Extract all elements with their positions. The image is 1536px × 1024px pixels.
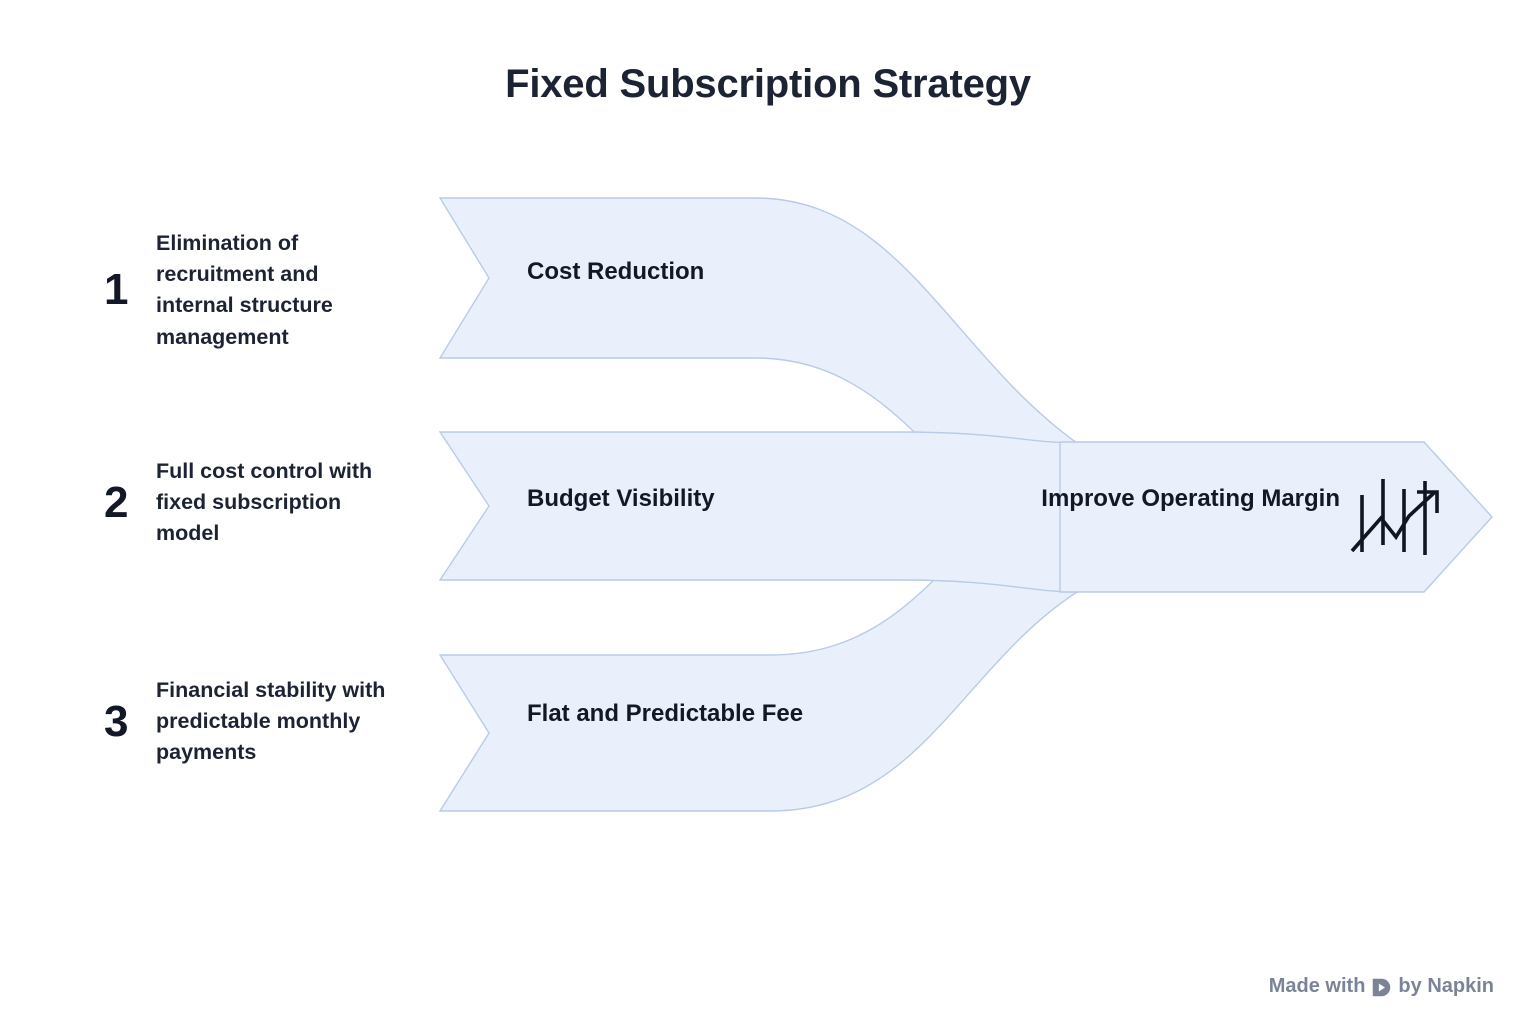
step-number-1: 1 xyxy=(104,265,129,315)
outcome-node xyxy=(1059,441,1493,593)
footer-suffix: by Napkin xyxy=(1398,975,1494,997)
step-item-2: 2 Full cost control with fixed subscript… xyxy=(104,456,388,550)
footer-attribution: Made with by Napkin xyxy=(1269,975,1494,998)
step-text-2: Full cost control with fixed subscriptio… xyxy=(156,459,373,546)
napkin-logo-icon xyxy=(1371,977,1392,998)
growth-chart-icon xyxy=(1350,479,1439,555)
outcome-label: Improve Operating Margin xyxy=(1041,485,1340,512)
flow-band-budget-visibility xyxy=(438,431,1078,593)
step-number-3: 3 xyxy=(104,696,129,746)
step-text-1: Elimination of recruitment and internal … xyxy=(156,231,333,349)
step-text-3: Financial stability with predictable mon… xyxy=(156,678,386,765)
step-number-2: 2 xyxy=(104,477,129,527)
page-title: Fixed Subscription Strategy xyxy=(505,62,1031,106)
footer-prefix: Made with xyxy=(1268,975,1366,997)
step-item-1: 1 Elimination of recruitment and interna… xyxy=(104,228,388,353)
step-item-3: 3 Financial stability with predictable m… xyxy=(104,675,388,769)
